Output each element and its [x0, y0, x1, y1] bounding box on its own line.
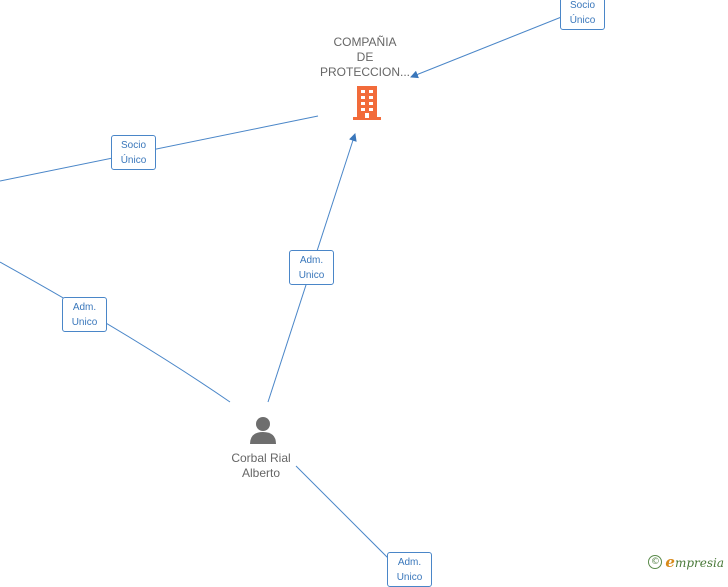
brand-watermark: © empresia — [648, 553, 724, 571]
company-node-label[interactable]: COMPAÑIA DE PROTECCION... — [305, 35, 425, 80]
badge-line-2: Único — [120, 155, 147, 166]
person-label-line-2: Alberto — [241, 466, 281, 480]
person-icon[interactable] — [249, 416, 277, 444]
edge-badge-adm-left[interactable]: Adm. Unico — [62, 297, 107, 332]
company-label-line-3: PROTECCION... — [319, 65, 410, 79]
person-label-line-1: Corbal Rial — [231, 451, 291, 465]
badge-line-1: Adm. — [299, 255, 324, 266]
edge-adm-left — [0, 261, 231, 403]
person-node-label[interactable]: Corbal Rial Alberto — [211, 451, 311, 481]
edge-badge-adm-bottom[interactable]: Adm. Unico — [387, 552, 432, 587]
edge-adm-bottom — [295, 465, 406, 575]
edge-badge-socio-top[interactable]: Socio Único — [560, 0, 605, 30]
badge-line-1: Adm. — [397, 557, 422, 568]
badge-line-1: Socio — [569, 0, 595, 11]
badge-line-1: Adm. — [72, 302, 97, 313]
edge-badge-adm-person-company[interactable]: Adm. Unico — [289, 250, 334, 285]
copyright-icon: © — [648, 555, 663, 569]
badge-line-2: Unico — [396, 572, 423, 583]
building-icon[interactable] — [351, 86, 383, 120]
brand-logo-initial: e — [665, 553, 675, 571]
company-label-line-1: COMPAÑIA — [333, 35, 397, 49]
badge-line-2: Unico — [298, 270, 325, 281]
badge-line-2: Único — [569, 15, 596, 26]
brand-logo-text: mpresia — [674, 556, 724, 570]
edge-socio-left — [0, 115, 319, 182]
badge-line-1: Socio — [120, 140, 146, 151]
badge-line-2: Unico — [71, 317, 98, 328]
edge-badge-socio-left[interactable]: Socio Único — [111, 135, 156, 170]
company-label-line-2: DE — [356, 50, 374, 64]
